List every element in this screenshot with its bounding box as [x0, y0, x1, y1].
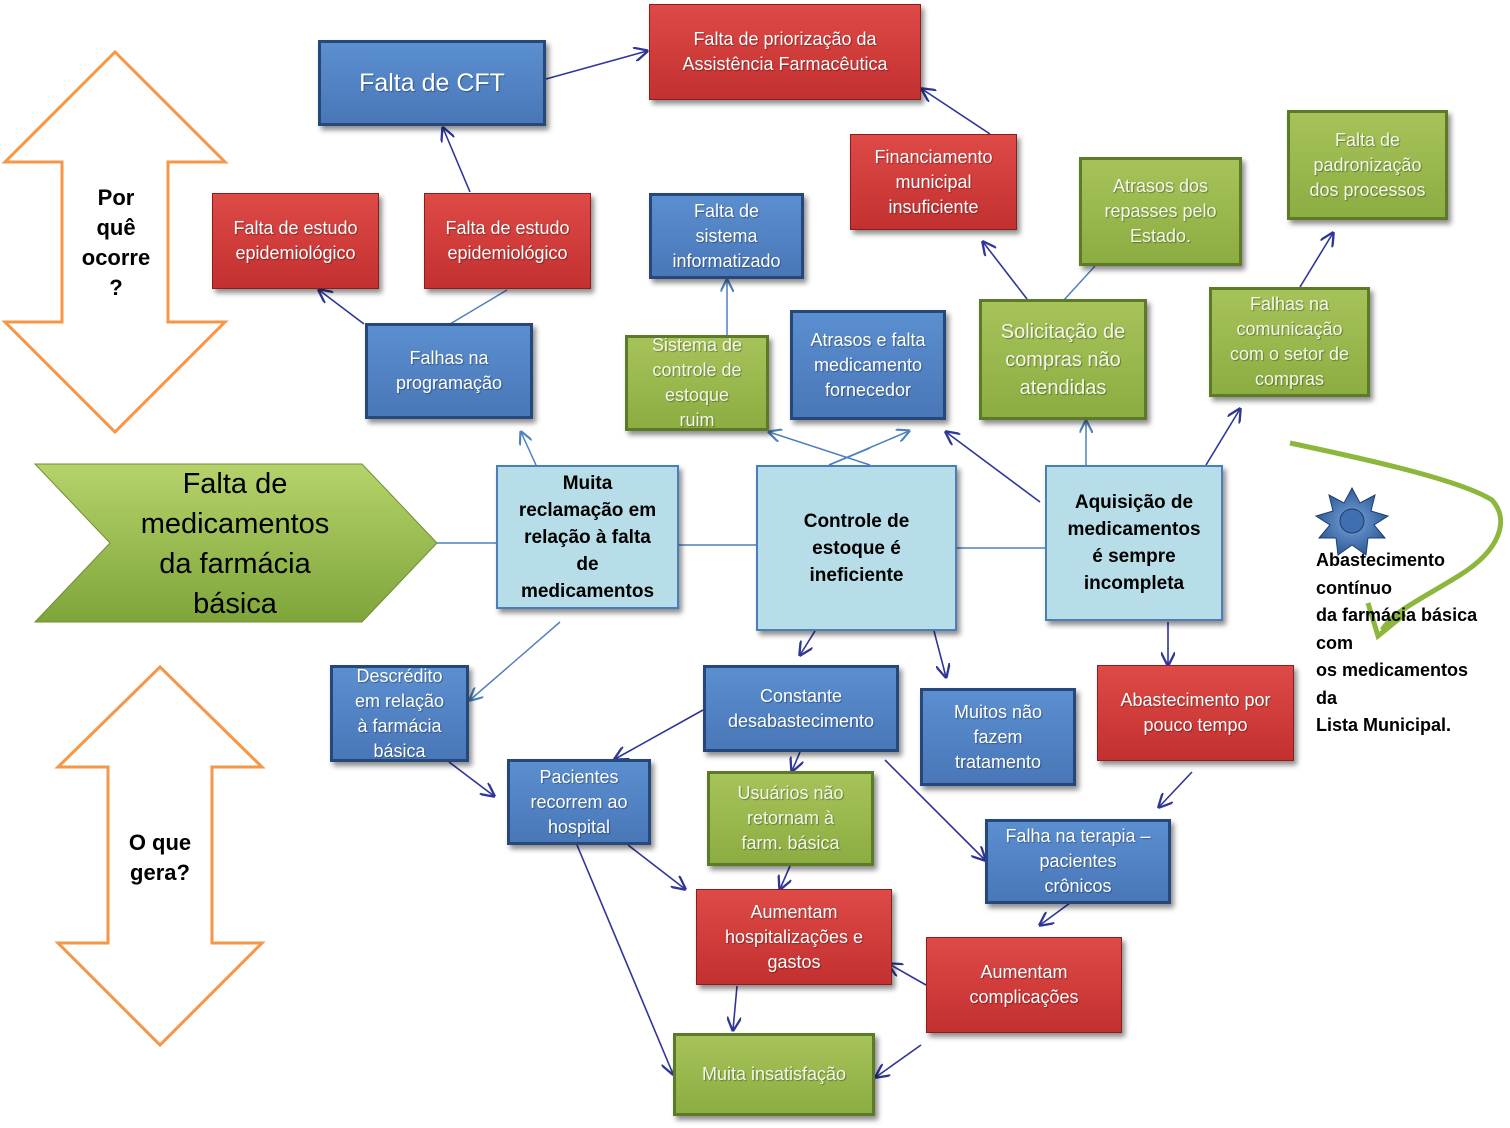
cause-solicitacao-compras: Solicitação de compras não atendidas: [979, 299, 1147, 420]
cause-financiamento: Financiamento municipal insuficiente: [850, 134, 1017, 230]
what-label: O que gera?: [128, 830, 192, 885]
what-double-arrow: [54, 664, 266, 1048]
cause-falhas-programacao: Falhas na programação: [365, 323, 533, 419]
goal-text: Abastecimento contínuo da farmácia básic…: [1316, 550, 1478, 735]
cause-atrasos-fornecedor: Atrasos e falta medicamento fornecedor: [790, 310, 946, 420]
effect-aumentam-hospitalizacoes: Aumentam hospitalizações e gastos: [696, 889, 892, 985]
main-problem-label: Falta de medicamentos da farmácia básica: [140, 468, 330, 620]
effect-descredito: Descrédito em relação à farmácia básica: [330, 665, 469, 762]
curved-goal-arrow: [1289, 440, 1503, 632]
cause-sistema-informatizado: Falta de sistema informatizado: [649, 193, 804, 279]
why-double-arrow: [1, 49, 229, 435]
cause-atrasos-repasses: Atrasos dos repasses pelo Estado.: [1079, 157, 1242, 266]
central-complaints-box: Muita reclamação em relação à falta de m…: [496, 465, 679, 609]
cause-sistema-ruim: Sistema de controle de estoque ruim: [625, 335, 769, 431]
cause-falta-cft: Falta de CFT: [318, 40, 546, 126]
effect-muitos-nao-tratamento: Muitos não fazem tratamento: [920, 688, 1076, 786]
effect-falha-terapia: Falha na terapia – pacientes crônicos: [985, 819, 1171, 904]
cause-estudo-epidemiologico-2: Falta de estudo epidemiológico: [424, 193, 591, 289]
cause-padronizacao: Falta de padronização dos processos: [1287, 110, 1448, 220]
cause-estudo-epidemiologico-1: Falta de estudo epidemiológico: [212, 193, 379, 289]
effect-abastecimento-pouco-tempo: Abastecimento por pouco tempo: [1097, 665, 1294, 761]
main-problem-chevron: [33, 463, 438, 623]
effect-muita-insatisfacao: Muita insatisfação: [673, 1033, 875, 1116]
effect-constante-desabastecimento: Constante desabastecimento: [703, 665, 899, 752]
effect-usuarios-nao-retornam: Usuários não retornam à farm. básica: [707, 771, 874, 866]
effect-aumentam-complicacoes: Aumentam complicações: [926, 937, 1122, 1033]
central-acquisition-box: Aquisição de medicamentos é sempre incom…: [1045, 465, 1223, 621]
effect-pacientes-hospital: Pacientes recorrem ao hospital: [507, 759, 651, 845]
cause-falhas-comunicacao: Falhas na comunicação com o setor de com…: [1209, 287, 1370, 397]
why-label: Por quê ocorre ?: [81, 185, 151, 300]
central-stock-control-box: Controle de estoque é ineficiente: [756, 465, 957, 631]
cause-falta-priorizacao: Falta de priorização da Assistência Farm…: [649, 4, 921, 100]
